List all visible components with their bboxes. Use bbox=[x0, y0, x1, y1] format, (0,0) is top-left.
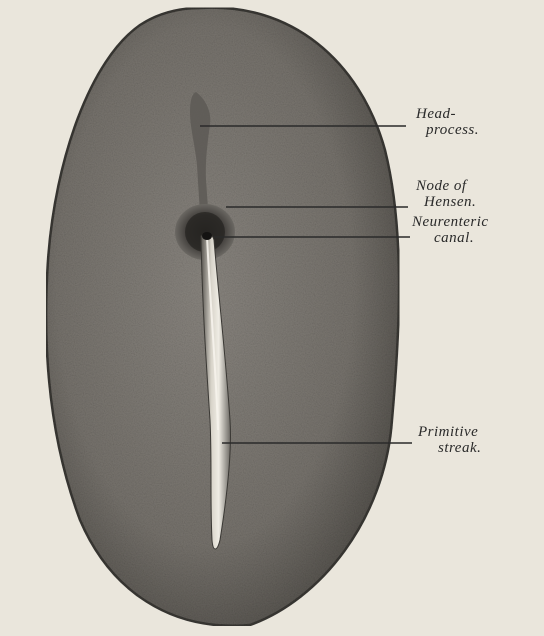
label-node-of-hensen: Node of Hensen. bbox=[408, 178, 508, 210]
label-head-process: Head- process. bbox=[408, 106, 518, 138]
neurenteric-canal-shape bbox=[202, 232, 212, 240]
label-neurenteric-canal: Neurenteric canal. bbox=[410, 214, 540, 246]
blastoderm-outline bbox=[46, 8, 399, 626]
label-primitive-streak: Primitive streak. bbox=[414, 424, 524, 456]
